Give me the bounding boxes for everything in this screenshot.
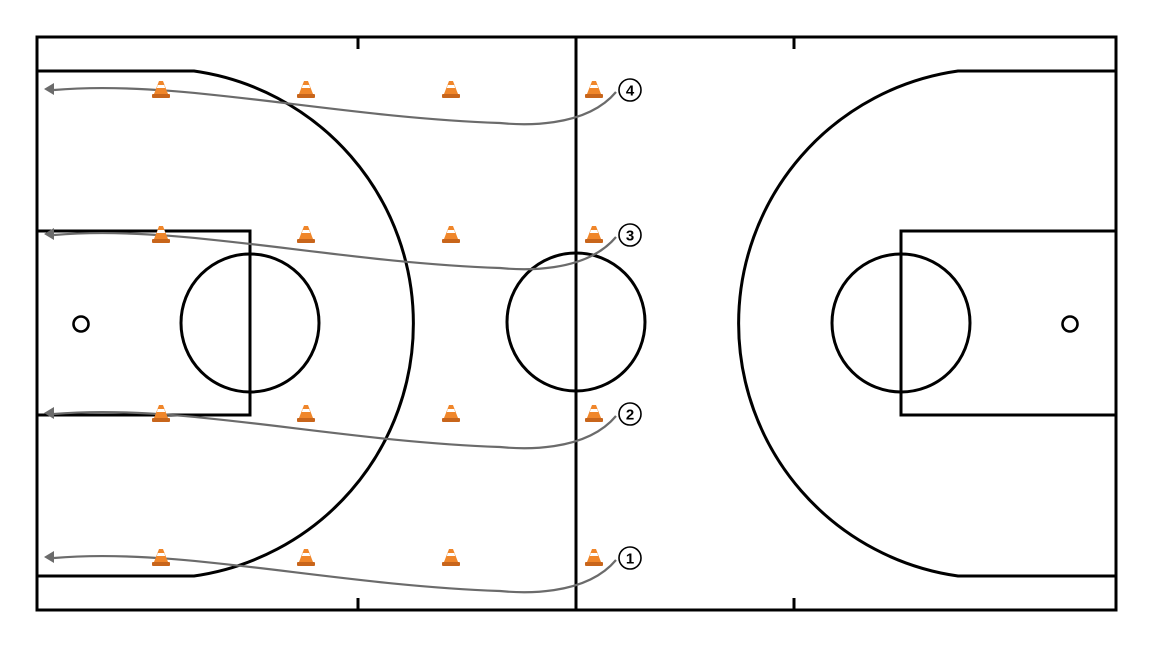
badge-circle	[618, 402, 642, 426]
cone-icon	[152, 405, 170, 422]
cone-base	[152, 418, 170, 422]
cone-icon	[152, 549, 170, 566]
cone-icon	[442, 226, 460, 243]
cone-icon	[585, 226, 603, 243]
badge-circle	[618, 78, 642, 102]
three-point-line-right	[737, 69, 1116, 578]
arrow-head-icon	[44, 551, 54, 563]
key-right	[899, 229, 1118, 417]
lane-number-label: 3	[626, 228, 634, 245]
dribble-path-line	[53, 554, 617, 594]
cone-icon	[152, 226, 170, 243]
cone-stripe	[446, 85, 456, 88]
cone-stripe	[589, 85, 599, 88]
free-throw-circle-right	[830, 252, 972, 394]
cone-base	[442, 562, 460, 566]
cone-base	[297, 562, 315, 566]
cone-stripe	[301, 409, 311, 412]
free-throw-circle-left	[179, 252, 321, 394]
lane-number-label: 2	[626, 407, 634, 424]
cone-icon	[585, 81, 603, 98]
lane-number-badge: 4	[618, 78, 642, 102]
lane-number-badge: 2	[618, 402, 642, 426]
dribble-path-line	[53, 86, 617, 126]
cone-stripe	[156, 409, 166, 412]
drill-lane: 1	[44, 546, 642, 594]
lane-number-label: 4	[626, 83, 635, 100]
cone-stripe	[301, 85, 311, 88]
cone-stripe	[589, 409, 599, 412]
cone-icon	[585, 549, 603, 566]
cone-base	[297, 94, 315, 98]
cone-base	[585, 239, 603, 243]
lane-number-badge: 1	[618, 546, 642, 570]
cone-stripe	[589, 553, 599, 556]
cone-icon	[442, 549, 460, 566]
dribble-path-line	[53, 410, 617, 450]
arrow-head-icon	[44, 83, 54, 95]
drill-lane: 3	[44, 223, 642, 271]
dribble-path-line	[53, 231, 617, 271]
cone-stripe	[156, 553, 166, 556]
cone-base	[297, 418, 315, 422]
cone-icon	[297, 405, 315, 422]
badge-circle	[618, 546, 642, 570]
cone-base	[585, 562, 603, 566]
key-left	[35, 229, 252, 417]
cone-stripe	[156, 230, 166, 233]
cone-base	[152, 562, 170, 566]
three-point-line-left	[37, 69, 415, 578]
cone-icon	[442, 81, 460, 98]
cone-base	[442, 94, 460, 98]
cone-stripe	[589, 230, 599, 233]
cone-base	[297, 239, 315, 243]
badge-circle	[618, 223, 642, 247]
drill-lane: 4	[44, 78, 642, 126]
cone-base	[442, 239, 460, 243]
basket-left	[72, 315, 90, 333]
cone-icon	[152, 81, 170, 98]
center-circle	[505, 251, 647, 393]
lane-number-label: 1	[626, 551, 634, 568]
cone-base	[585, 94, 603, 98]
drill-lane: 2	[44, 402, 642, 450]
cone-stripe	[301, 553, 311, 556]
cone-icon	[297, 81, 315, 98]
cone-base	[585, 418, 603, 422]
cone-stripe	[156, 85, 166, 88]
cone-stripe	[446, 409, 456, 412]
lane-number-badge: 3	[618, 223, 642, 247]
cone-base	[442, 418, 460, 422]
basket-right	[1061, 315, 1079, 333]
cone-stripe	[301, 230, 311, 233]
cone-icon	[297, 226, 315, 243]
arrow-head-icon	[44, 407, 54, 419]
cone-icon	[442, 405, 460, 422]
cone-stripe	[446, 553, 456, 556]
cone-stripe	[446, 230, 456, 233]
drill-layer: 4 3 2 1	[44, 78, 642, 594]
cone-base	[152, 94, 170, 98]
arrow-head-icon	[44, 228, 54, 240]
cone-base	[152, 239, 170, 243]
cone-icon	[297, 549, 315, 566]
cone-icon	[585, 405, 603, 422]
court-lines	[35, 35, 1118, 612]
